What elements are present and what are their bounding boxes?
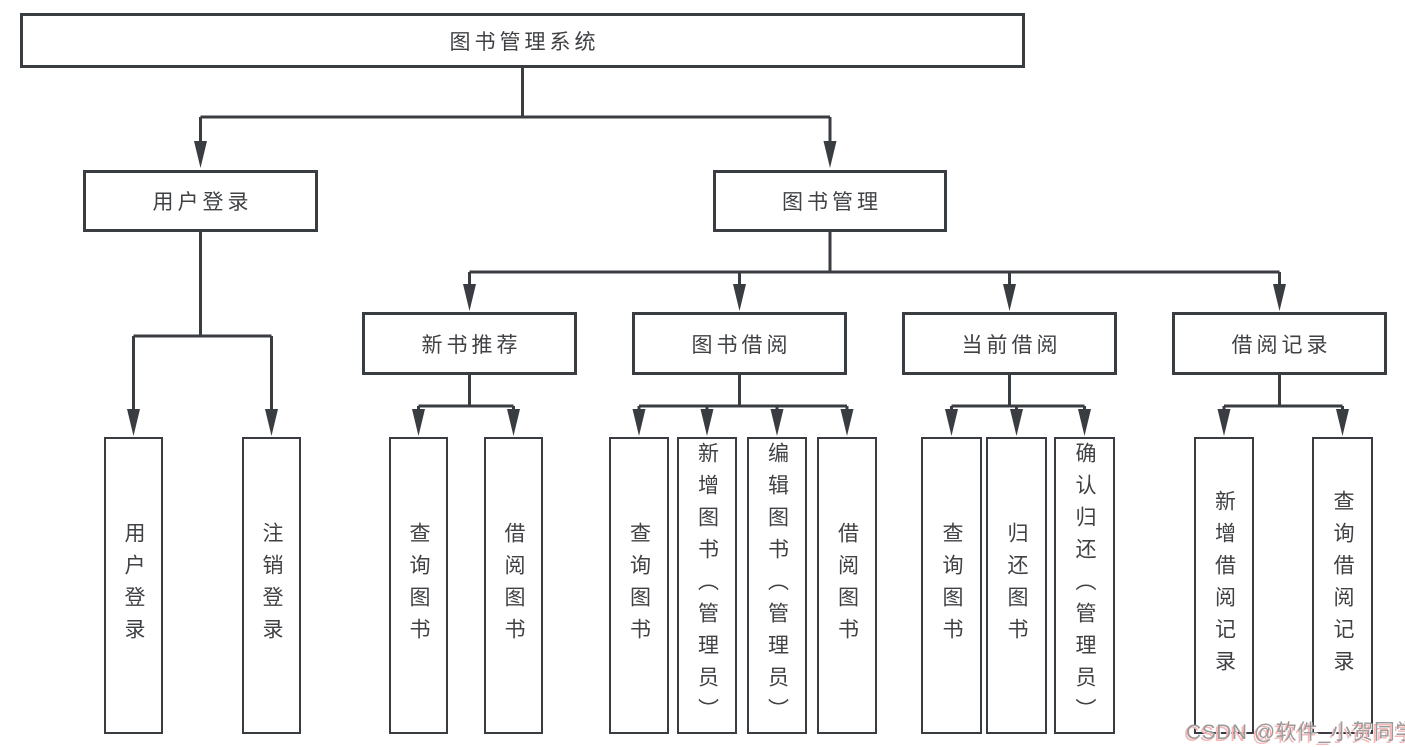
leaf-user-login: 用户登录 [104, 437, 163, 734]
node-system-root-label: 图书管理系统 [449, 30, 600, 54]
leaf-add-book-admin-label: 新增图书（管理员） [695, 441, 719, 730]
leaf-user-login-label: 用户登录 [122, 521, 145, 650]
leaf-edit-book-admin: 编辑图书（管理员） [747, 437, 807, 734]
leaf-borrow-books-recommend-label: 借阅图书 [502, 521, 525, 650]
node-user-login-label: 用户登录 [152, 191, 253, 214]
edge-user-login-to-leaves [127, 232, 278, 436]
node-new-book-recommend-label: 新书推荐 [421, 333, 522, 357]
csdn-watermark: CSDN @软件_小贺同学 [1186, 721, 1405, 744]
edge-root-to-level2 [194, 68, 837, 168]
leaf-logout-label: 注销登录 [260, 521, 283, 650]
node-book-borrow: 图书借阅 [632, 312, 847, 375]
leaf-logout: 注销登录 [242, 437, 301, 734]
leaf-borrow-books-borrow: 借阅图书 [817, 437, 877, 734]
leaf-query-borrow-record: 查询借阅记录 [1312, 437, 1373, 734]
node-book-management-label: 图书管理 [782, 191, 882, 214]
leaf-query-books-current: 查询图书 [921, 437, 982, 734]
leaf-borrow-books-borrow-label: 借阅图书 [835, 521, 859, 650]
edge-new-book-recommend-to-leaves [412, 375, 520, 436]
node-new-book-recommend: 新书推荐 [362, 312, 577, 375]
leaf-edit-book-admin-label: 编辑图书（管理员） [765, 441, 789, 730]
leaf-query-books-current-label: 查询图书 [940, 521, 963, 650]
node-borrow-records: 借阅记录 [1172, 312, 1387, 375]
node-user-login: 用户登录 [83, 170, 318, 232]
leaf-query-books-borrow: 查询图书 [609, 437, 669, 734]
leaf-confirm-return-admin: 确认归还（管理员） [1054, 437, 1115, 734]
node-current-borrow-label: 当前借阅 [961, 333, 1062, 357]
node-borrow-records-label: 借阅记录 [1231, 333, 1332, 357]
leaf-return-books: 归还图书 [986, 437, 1047, 734]
node-book-management: 图书管理 [713, 170, 947, 232]
node-current-borrow: 当前借阅 [902, 312, 1117, 375]
leaf-add-book-admin: 新增图书（管理员） [677, 437, 737, 734]
leaf-query-borrow-record-label: 查询借阅记录 [1331, 489, 1354, 682]
edge-borrow-records-to-leaves [1217, 375, 1349, 436]
leaf-query-books-borrow-label: 查询图书 [627, 521, 651, 650]
leaf-add-borrow-record: 新增借阅记录 [1194, 437, 1254, 734]
leaf-return-books-label: 归还图书 [1005, 521, 1028, 650]
leaf-query-books-recommend: 查询图书 [389, 437, 448, 734]
leaf-add-borrow-record-label: 新增借阅记录 [1212, 489, 1236, 682]
edge-book-management-to-level3 [463, 232, 1286, 311]
node-book-borrow-label: 图书借阅 [691, 333, 792, 357]
leaf-borrow-books-recommend: 借阅图书 [484, 437, 543, 734]
leaf-confirm-return-admin-label: 确认归还（管理员） [1073, 441, 1096, 730]
edge-book-borrow-to-leaves [632, 375, 854, 436]
leaf-query-books-recommend-label: 查询图书 [407, 521, 430, 650]
node-system-root: 图书管理系统 [20, 13, 1025, 68]
edge-current-borrow-to-leaves [945, 375, 1091, 436]
